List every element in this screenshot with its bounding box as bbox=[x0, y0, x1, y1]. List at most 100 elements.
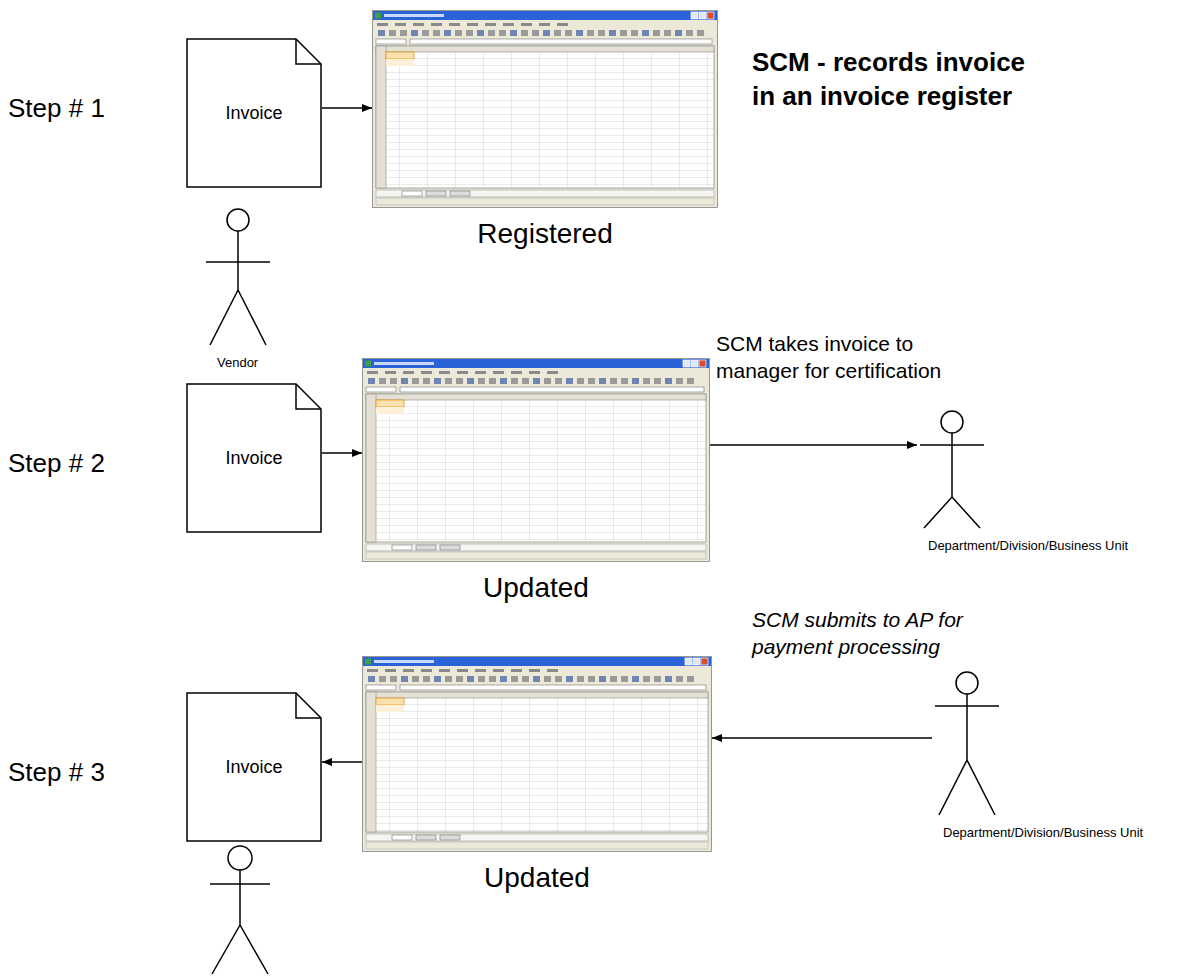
window-button bbox=[699, 360, 706, 367]
menu-mark bbox=[395, 23, 406, 26]
stick-figure bbox=[935, 672, 999, 815]
stick-figure bbox=[920, 411, 984, 528]
toolbar-icon bbox=[653, 30, 660, 36]
menu-mark bbox=[503, 23, 514, 26]
cell-grid bbox=[386, 52, 714, 188]
title-bar bbox=[363, 657, 711, 666]
figure-arms bbox=[935, 705, 999, 707]
spreadsheet-window bbox=[372, 10, 718, 208]
window-button bbox=[699, 12, 706, 19]
toolbar-icon bbox=[599, 378, 606, 384]
toolbar-icon bbox=[676, 378, 683, 384]
document-outline bbox=[187, 384, 321, 532]
menu-mark bbox=[439, 669, 450, 672]
window-button bbox=[707, 12, 714, 19]
window-button bbox=[685, 658, 692, 665]
toolbar-icon bbox=[445, 378, 452, 384]
window-button bbox=[683, 360, 690, 367]
title-bar bbox=[373, 11, 717, 20]
toolbar-icon bbox=[401, 378, 408, 384]
toolbar-icon bbox=[478, 378, 485, 384]
step-note: SCM submits to AP for payment processing bbox=[752, 606, 1002, 661]
invoice-document: Invoice bbox=[186, 38, 322, 188]
flow-arrow bbox=[322, 452, 362, 454]
sheet-tab bbox=[392, 545, 412, 550]
toolbar-icon bbox=[544, 378, 551, 384]
toolbar-icon bbox=[489, 378, 496, 384]
menu-mark bbox=[485, 23, 496, 26]
toolbar-icon bbox=[423, 378, 430, 384]
menu-mark bbox=[529, 669, 540, 672]
sheet-tab bbox=[426, 191, 446, 196]
figure-body bbox=[966, 694, 968, 760]
menu-mark bbox=[493, 669, 504, 672]
toolbar-icon bbox=[643, 378, 650, 384]
window-frame bbox=[363, 359, 710, 562]
window-button bbox=[691, 12, 698, 19]
step-label: Step # 1 bbox=[8, 92, 105, 126]
toolbar-icon bbox=[610, 378, 617, 384]
toolbar-icon bbox=[577, 676, 584, 682]
toolbar-icon bbox=[499, 30, 506, 36]
formula-bar bbox=[410, 39, 712, 44]
shaded-cell bbox=[386, 59, 414, 66]
name-box bbox=[376, 39, 406, 44]
app-icon bbox=[375, 13, 381, 19]
figure-leg bbox=[212, 925, 240, 974]
toolbar-icon bbox=[444, 30, 451, 36]
toolbar-icon bbox=[433, 30, 440, 36]
sheet-tab bbox=[392, 835, 412, 840]
stick-figure bbox=[210, 846, 270, 974]
sheet-tabs bbox=[376, 190, 714, 197]
sheet-tab bbox=[440, 545, 460, 550]
toolbar-icon bbox=[422, 30, 429, 36]
row-header bbox=[376, 46, 386, 188]
grid-area bbox=[376, 46, 714, 188]
toolbar-icon bbox=[533, 378, 540, 384]
sheet-tabs bbox=[366, 834, 708, 841]
toolbar-icon bbox=[379, 378, 386, 384]
menu-mark bbox=[539, 23, 550, 26]
document-label: Invoice bbox=[215, 103, 292, 124]
flow-arrow bbox=[712, 737, 932, 739]
formula-bar bbox=[400, 387, 704, 392]
toolbar-icon bbox=[565, 30, 572, 36]
toolbar-icon bbox=[697, 30, 704, 36]
app-icon bbox=[365, 659, 371, 665]
toolbar-icon bbox=[434, 676, 441, 682]
figure-leg bbox=[952, 497, 980, 528]
toolbar-icon bbox=[665, 676, 672, 682]
actor-label: Department/Division/Business Unit bbox=[928, 538, 1128, 553]
document-fold bbox=[296, 39, 321, 64]
toolbar-icon bbox=[511, 378, 518, 384]
toolbar-icon bbox=[532, 30, 539, 36]
actor-figure: Vendor bbox=[203, 203, 273, 370]
menu-mark bbox=[467, 23, 478, 26]
toolbar-icon bbox=[521, 30, 528, 36]
flow-arrow bbox=[322, 107, 372, 109]
toolbar-icon bbox=[620, 30, 627, 36]
menu-mark bbox=[403, 669, 414, 672]
column-header bbox=[366, 394, 706, 400]
menu-mark bbox=[367, 371, 378, 374]
toolbar-icon bbox=[643, 676, 650, 682]
toolbar-icon bbox=[632, 378, 639, 384]
figure-leg bbox=[924, 497, 952, 528]
menu-mark bbox=[367, 669, 378, 672]
flow-arrow bbox=[322, 761, 362, 763]
menu-mark bbox=[413, 23, 424, 26]
toolbar-icon bbox=[456, 676, 463, 682]
toolbar-icon bbox=[445, 676, 452, 682]
toolbar-icon bbox=[566, 378, 573, 384]
menu-mark bbox=[431, 23, 442, 26]
toolbar-icon bbox=[533, 676, 540, 682]
sheet-tab bbox=[416, 835, 436, 840]
figure-shape bbox=[917, 405, 987, 530]
status-bar bbox=[366, 842, 708, 849]
menu-mark bbox=[439, 371, 450, 374]
register-status: Updated bbox=[362, 862, 712, 894]
menu-mark bbox=[457, 371, 468, 374]
toolbar-icon bbox=[400, 30, 407, 36]
grid-area bbox=[366, 692, 708, 832]
